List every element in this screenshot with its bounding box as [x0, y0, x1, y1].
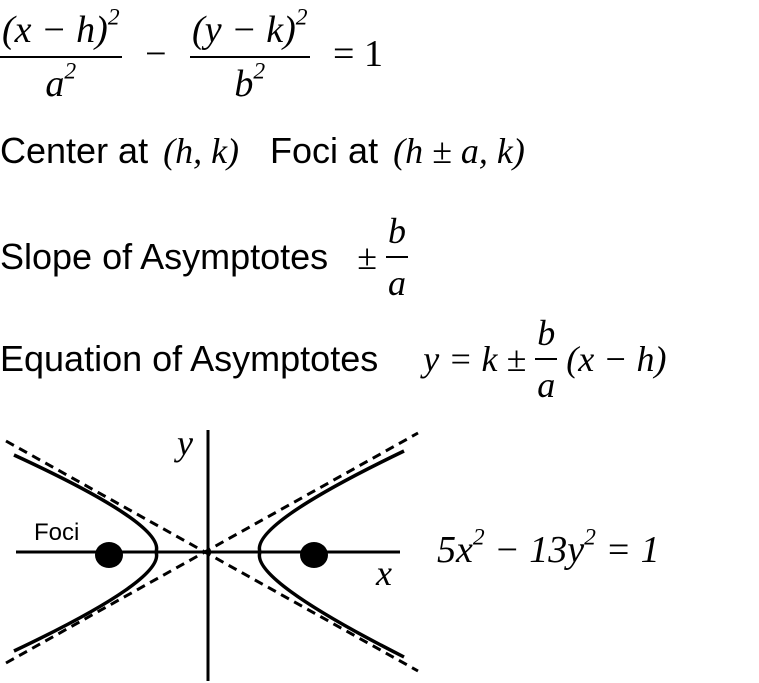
- asymptote-fraction: b a: [535, 312, 558, 406]
- asymptote-denominator: a: [537, 365, 556, 405]
- asymptote-numerator: b: [537, 313, 556, 353]
- slope-fraction: b a: [385, 210, 408, 304]
- asymptote-tail: (x − h): [566, 339, 667, 379]
- focus-left: [95, 542, 123, 568]
- fraction-bar: [190, 56, 310, 58]
- foci-label: Foci at: [270, 130, 379, 171]
- fraction-bar: [0, 56, 122, 58]
- focus-right: [300, 542, 328, 568]
- center-foci-line: Center at (h, k) Foci at (h ± a, k): [0, 130, 525, 172]
- hyperbola-diagram: Foci y x: [5, 425, 419, 681]
- hyperbola-right-branch: [257, 449, 405, 659]
- foci-value: (h ± a, k): [393, 131, 525, 171]
- foci-label: Foci: [34, 519, 79, 546]
- minus-sign: −: [145, 32, 167, 75]
- standard-form-equation: (x − h)2 a2 − (y − k)2 b2 = 1: [0, 4, 383, 106]
- plus-minus: ±: [357, 237, 377, 277]
- slope-denominator: a: [387, 263, 406, 303]
- slope-numerator: b: [387, 211, 406, 251]
- x-term-numerator: (x − h)2: [2, 4, 120, 51]
- asymptote-equation-line: Equation of Asymptotes y = k ± b a (x − …: [0, 312, 667, 406]
- slope-label: Slope of Asymptotes: [0, 236, 329, 277]
- equals-one: = 1: [333, 32, 383, 75]
- y-term-numerator: (y − k)2: [192, 4, 308, 51]
- x-term-fraction: (x − h)2 a2: [0, 4, 122, 106]
- y-term-fraction: (y − k)2 b2: [190, 4, 310, 106]
- fraction-bar: [535, 358, 558, 360]
- y-term-denominator: b2: [234, 58, 266, 105]
- y-axis-label: y: [174, 425, 193, 463]
- x-term-denominator: a2: [45, 58, 77, 105]
- asymptote-label: Equation of Asymptotes: [0, 338, 379, 379]
- fraction-bar: [385, 256, 408, 258]
- slope-line: Slope of Asymptotes ± b a: [0, 210, 408, 304]
- center-label: Center at: [0, 130, 149, 171]
- asymptote-lhs: y = k ±: [423, 339, 527, 379]
- center-value: (h, k): [163, 131, 240, 171]
- x-axis-label: x: [375, 553, 392, 593]
- example-equation: 5x2 − 13y2 = 1: [437, 524, 660, 571]
- asymptote-line-falling: [5, 439, 419, 673]
- hyperbola-left-branch: [13, 453, 159, 653]
- asymptote-line-rising: [5, 431, 419, 665]
